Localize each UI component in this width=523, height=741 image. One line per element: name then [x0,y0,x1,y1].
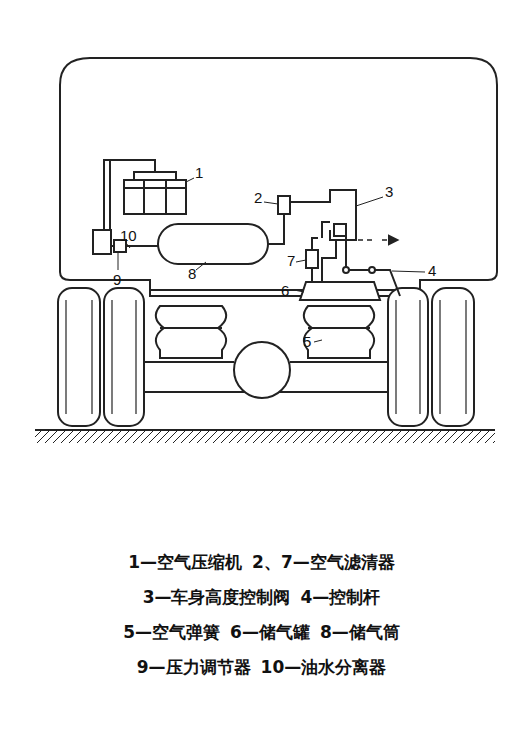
callout-number: 9 [113,272,121,287]
caption-item: 5—空气弹簧 [123,622,220,642]
callout-number: 4 [428,263,436,278]
callout-number: 5 [303,334,311,349]
vehicle-body [60,58,497,280]
callout-number: 1 [195,165,203,180]
callout-number: 2 [254,190,262,205]
caption-item: 9—压力调节器 [137,657,251,677]
caption-item: 2、7—空气滤清器 [252,552,395,572]
callout-number: 7 [287,253,295,268]
caption-item: 10—油水分离器 [261,657,387,677]
caption-row: 5—空气弹簧 6—储气罐 8—储气筒 [0,622,523,642]
caption-item: 3—车身高度控制阀 [143,587,291,607]
caption-row: 1—空气压缩机 2、7—空气滤清器 [0,552,523,572]
caption-item: 6—储气罐 [230,622,310,642]
callout-number: 3 [385,184,393,199]
callout-number: 10 [120,228,137,243]
callout-number: 6 [281,283,289,298]
caption-item: 1—空气压缩机 [128,552,242,572]
caption-item: 4—控制杆 [301,587,381,607]
caption-row: 9—压力调节器 10—油水分离器 [0,657,523,677]
caption-item: 8—储气筒 [320,622,400,642]
caption-row: 3—车身高度控制阀 4—控制杆 [0,587,523,607]
callout-number: 8 [188,266,196,281]
